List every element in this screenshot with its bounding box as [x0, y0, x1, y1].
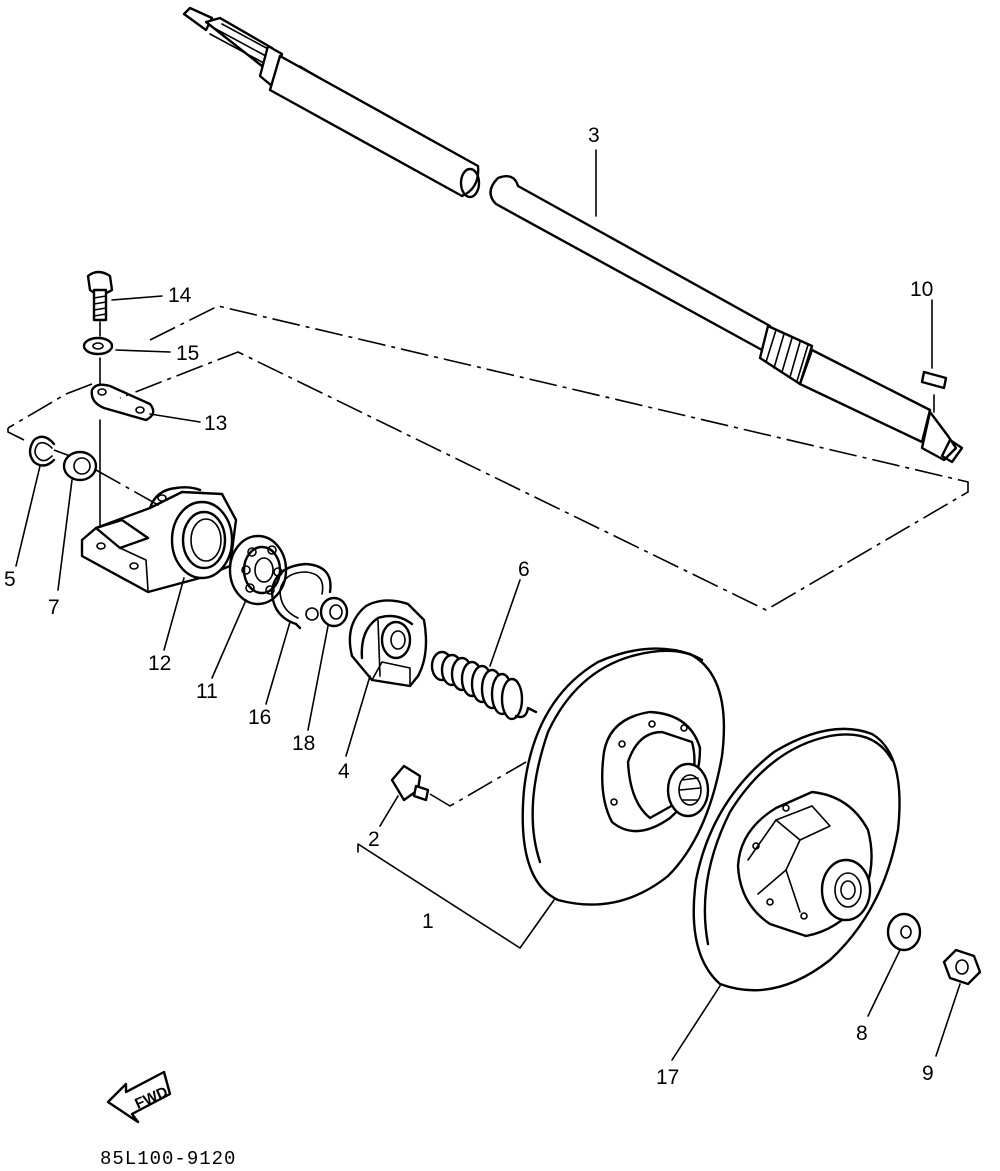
key-part-10[interactable]	[920, 370, 948, 413]
drawing-code: 85L100-9120	[100, 1148, 236, 1170]
callout-6: 6	[518, 558, 530, 581]
circlip-part-16[interactable]	[270, 562, 332, 630]
callout-12: 12	[148, 652, 171, 675]
leader-lines	[15, 149, 961, 1061]
callout-labels: 1 2 3 4 5 6 7 8 9 10 11 12 13 14 15 16 1…	[4, 124, 934, 1089]
washer-part-8[interactable]	[886, 912, 922, 952]
slider-leader-line	[429, 761, 527, 807]
callout-1: 1	[422, 910, 434, 933]
jackshaft-part-3[interactable]	[182, 6, 964, 464]
callout-11: 11	[196, 680, 218, 703]
bracket-plate-part-13[interactable]	[90, 383, 155, 422]
oil-seal-part-7[interactable]	[62, 450, 98, 482]
sheave-group-bracket	[357, 843, 555, 949]
movable-sheave-part-17[interactable]	[692, 727, 901, 992]
forward-direction-arrow-icon: FWD	[106, 1070, 172, 1124]
callout-8: 8	[856, 1022, 868, 1045]
callout-3: 3	[588, 124, 600, 147]
parts-group-bracket-left	[7, 383, 161, 507]
slider-part-2[interactable]	[390, 764, 430, 802]
callout-13: 13	[204, 412, 227, 435]
callout-14: 14	[168, 284, 192, 307]
fixed-sheave-part-1[interactable]	[521, 647, 726, 906]
spring-part-6[interactable]	[430, 650, 538, 721]
callout-18: 18	[292, 732, 315, 755]
callout-17: 17	[656, 1066, 679, 1089]
collar-part-18[interactable]	[305, 596, 349, 628]
bearing-housing-part-12[interactable]	[80, 486, 238, 594]
parts-group-bracket-upper	[119, 305, 969, 611]
callout-10: 10	[910, 278, 933, 301]
callout-7: 7	[48, 596, 60, 619]
callout-4: 4	[338, 760, 350, 783]
callout-5: 5	[4, 568, 16, 591]
callout-15: 15	[176, 342, 199, 365]
circlip-part-5[interactable]	[28, 435, 56, 467]
ball-bearing-part-11[interactable]	[228, 534, 288, 606]
callout-9: 9	[922, 1062, 934, 1085]
callout-2: 2	[368, 828, 380, 851]
bolt-part-14[interactable]	[86, 270, 114, 322]
callout-16: 16	[248, 706, 271, 729]
nut-part-9[interactable]	[942, 948, 982, 986]
cam-part-4[interactable]	[348, 599, 428, 688]
washer-part-15[interactable]	[82, 336, 114, 356]
